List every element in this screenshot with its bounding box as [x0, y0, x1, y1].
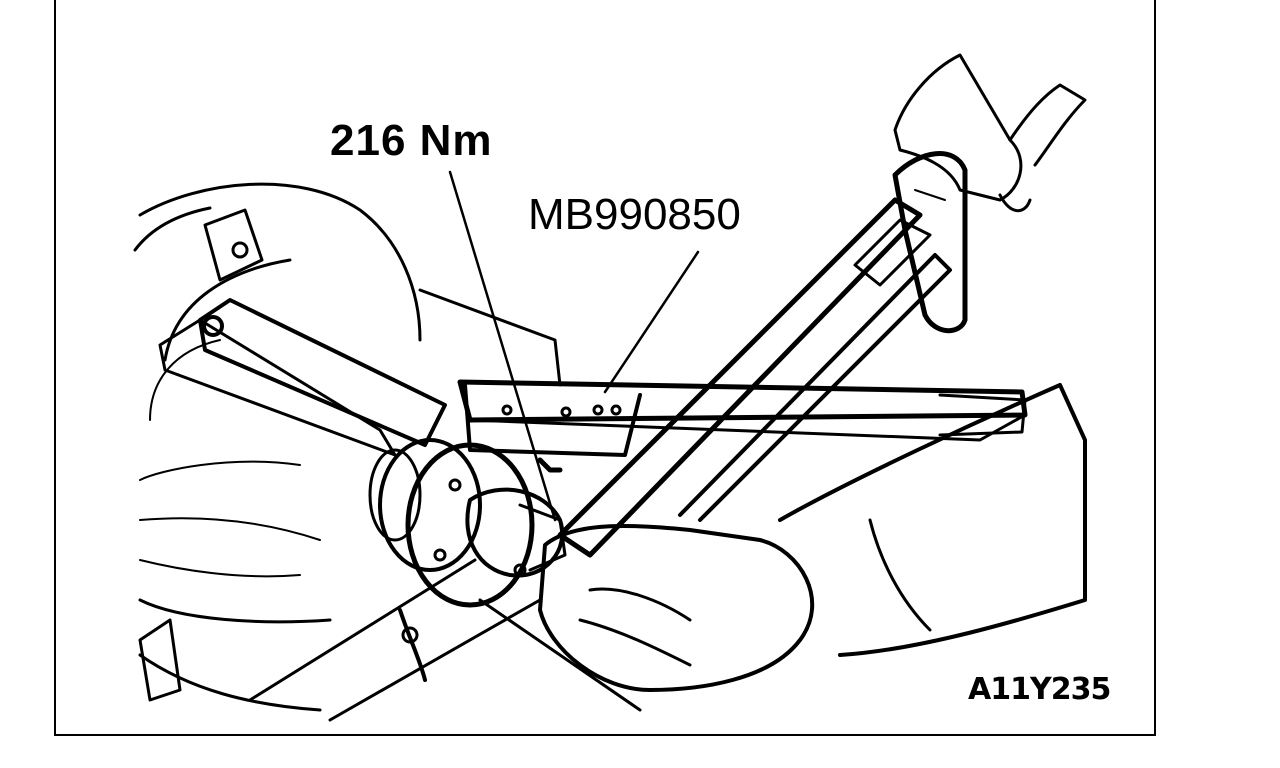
torque-wrench-bar — [557, 197, 923, 558]
brake-drum — [138, 182, 422, 342]
suspension-bracket — [203, 208, 264, 282]
lower-hand — [538, 523, 815, 692]
forearm — [778, 383, 1087, 657]
tool-part-number-label: MB990850 — [528, 190, 741, 239]
upper-hand — [893, 53, 1023, 202]
tool-leader-line — [603, 250, 700, 394]
torque-label: 216 Nm — [330, 116, 493, 165]
figure-frame — [54, 0, 1156, 736]
torque-leader-line — [448, 170, 557, 522]
figure-id-label: A11Y235 — [968, 672, 1111, 707]
